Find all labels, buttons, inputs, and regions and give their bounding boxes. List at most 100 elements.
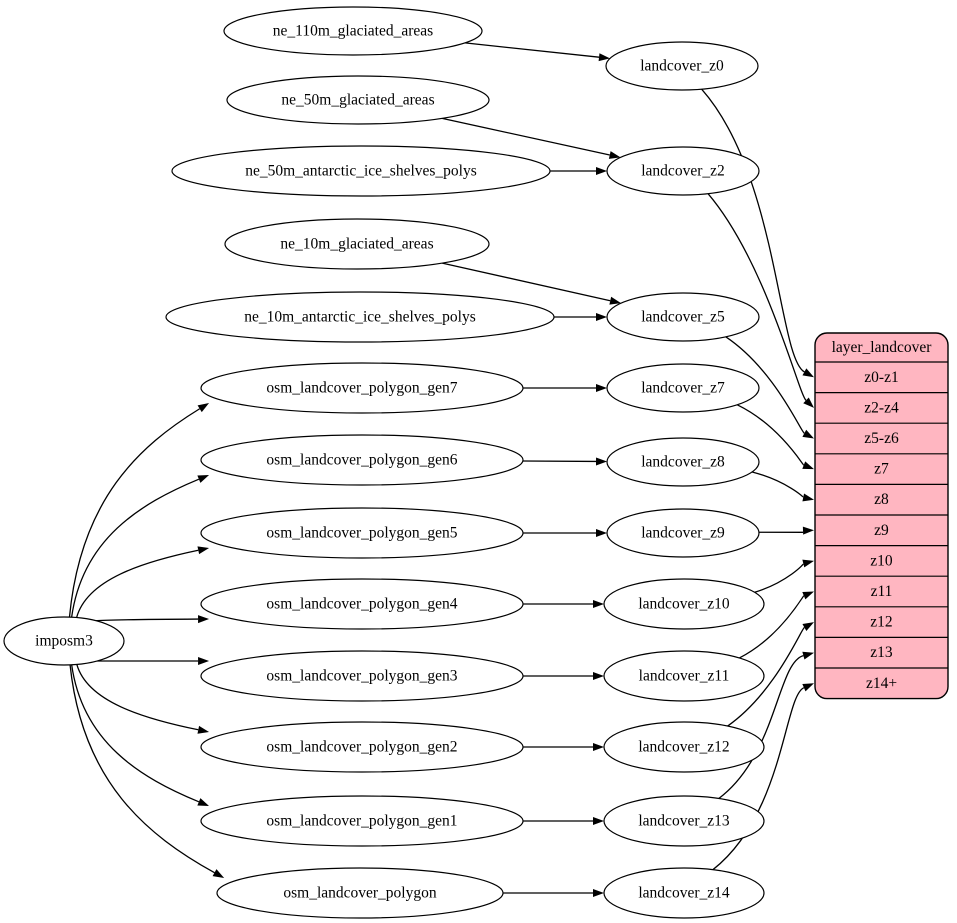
arrowhead xyxy=(802,591,814,600)
node-ellipse xyxy=(603,721,765,773)
arrowhead xyxy=(593,743,604,751)
edge-ne_110m_glaciated_areas-to-landcover_z0 xyxy=(464,42,600,58)
edge-imposm3-to-osm_landcover_polygon_gen5 xyxy=(75,549,199,618)
edge-ne_50m_glaciated_areas-to-landcover_z2 xyxy=(442,117,610,156)
arrowhead xyxy=(802,493,814,502)
edge-imposm3-to-osm_landcover_polygon_gen4 xyxy=(95,618,199,622)
node-ellipse xyxy=(606,437,760,487)
arrowhead xyxy=(212,869,225,878)
arrowhead xyxy=(802,651,814,660)
node-ellipse xyxy=(606,363,760,413)
record-row-z0-z1: z0-z1 xyxy=(864,369,898,386)
node-ellipse xyxy=(200,650,524,702)
arrowhead xyxy=(803,397,814,408)
node-landcover_z5: landcover_z5 xyxy=(606,292,760,342)
node-landcover_z9: landcover_z9 xyxy=(606,508,760,558)
edge-landcover_z13-to-z13 xyxy=(718,654,804,800)
landcover_z13-label: landcover_z13 xyxy=(638,813,729,830)
landcover_z9-label: landcover_z9 xyxy=(641,525,725,542)
arrowhead xyxy=(596,384,607,392)
node-landcover_z7: landcover_z7 xyxy=(606,363,760,413)
landcover_z8-label: landcover_z8 xyxy=(641,454,725,471)
record-row-z14+: z14+ xyxy=(866,675,897,692)
record-row-z11: z11 xyxy=(871,583,893,600)
node-ellipse xyxy=(226,75,490,125)
node-landcover_z12: landcover_z12 xyxy=(603,721,765,773)
node-osm_landcover_polygon_gen6: osm_landcover_polygon_gen6 xyxy=(200,434,524,486)
node-imposm3: imposm3 xyxy=(3,616,125,666)
record-row-z8: z8 xyxy=(874,491,889,508)
osm_landcover_polygon_gen4-label: osm_landcover_polygon_gen4 xyxy=(266,596,457,613)
node-landcover_z11: landcover_z11 xyxy=(603,650,765,702)
node-landcover_z0: landcover_z0 xyxy=(605,41,759,91)
node-osm_landcover_polygon_gen2: osm_landcover_polygon_gen2 xyxy=(200,721,524,773)
landcover_z5-label: landcover_z5 xyxy=(641,309,725,326)
osm_landcover_polygon-label: osm_landcover_polygon xyxy=(283,885,437,902)
record-row-z7: z7 xyxy=(874,461,889,478)
edge-landcover_z14-to-z14+ xyxy=(712,687,805,871)
arrowhead xyxy=(595,457,608,466)
node-osm_landcover_polygon_gen7: osm_landcover_polygon_gen7 xyxy=(200,362,524,414)
edge-ne_10m_glaciated_areas-to-landcover_z5 xyxy=(442,262,611,302)
node-ellipse xyxy=(216,867,504,919)
arrowhead xyxy=(197,798,210,806)
node-ellipse xyxy=(200,578,524,630)
node-ellipse xyxy=(3,616,125,666)
osm_landcover_polygon_gen3-label: osm_landcover_polygon_gen3 xyxy=(266,668,457,685)
edge-landcover_z12-to-z12 xyxy=(727,626,805,727)
node-ellipse xyxy=(603,650,765,702)
ne_10m_glaciated_areas-label: ne_10m_glaciated_areas xyxy=(280,236,433,253)
node-ne_50m_antarctic_ice_shelves_polys: ne_50m_antarctic_ice_shelves_polys xyxy=(171,145,551,197)
node-landcover_z10: landcover_z10 xyxy=(603,578,765,630)
edge-landcover_z0-to-z0-z1 xyxy=(701,88,805,373)
node-ellipse xyxy=(605,41,759,91)
record-row-z9: z9 xyxy=(874,522,889,539)
arrowhead xyxy=(596,167,607,175)
landcover_z7-label: landcover_z7 xyxy=(641,380,725,397)
record-row-z5-z6: z5-z6 xyxy=(864,430,899,447)
ne_110m_glaciated_areas-label: ne_110m_glaciated_areas xyxy=(273,23,433,40)
osm_landcover_polygon_gen2-label: osm_landcover_polygon_gen2 xyxy=(266,739,457,756)
node-ellipse xyxy=(200,721,524,773)
arrowhead xyxy=(593,889,604,897)
node-layer_landcover: layer_landcoverz0-z1z2-z4z5-z6z7z8z9z10z… xyxy=(814,332,949,700)
landcover_z2-label: landcover_z2 xyxy=(641,163,725,180)
record-row-z2-z4: z2-z4 xyxy=(864,399,899,416)
arrowhead xyxy=(593,817,604,825)
node-landcover_z14: landcover_z14 xyxy=(603,867,765,919)
edge-imposm3-to-osm_landcover_polygon_gen6 xyxy=(70,478,200,618)
arrowhead xyxy=(609,296,622,305)
edge-landcover_z11-to-z11 xyxy=(739,595,805,659)
node-landcover_z2: landcover_z2 xyxy=(606,146,760,196)
landcover_z10-label: landcover_z10 xyxy=(638,596,729,613)
edge-landcover_z5-to-z5-z6 xyxy=(725,336,805,434)
node-ellipse xyxy=(606,508,760,558)
arrowhead xyxy=(197,725,210,734)
ne_50m_antarctic_ice_shelves_polys-label: ne_50m_antarctic_ice_shelves_polys xyxy=(245,163,477,180)
ne_10m_antarctic_ice_shelves_polys-label: ne_10m_antarctic_ice_shelves_polys xyxy=(244,309,476,326)
arrowhead xyxy=(593,600,604,608)
osm_landcover_polygon_gen5-label: osm_landcover_polygon_gen5 xyxy=(266,525,457,542)
arrowhead xyxy=(197,475,210,483)
arrowhead xyxy=(197,403,210,413)
node-ne_110m_glaciated_areas: ne_110m_glaciated_areas xyxy=(223,6,483,56)
node-osm_landcover_polygon_gen1: osm_landcover_polygon_gen1 xyxy=(200,795,524,847)
edge-landcover_z7-to-z7 xyxy=(736,404,805,466)
arrowhead xyxy=(596,313,607,321)
arrowhead xyxy=(802,622,814,631)
node-ellipse xyxy=(603,578,765,630)
arrowhead xyxy=(802,368,814,378)
arrowhead xyxy=(198,615,210,624)
arrowhead xyxy=(802,559,814,568)
edge-landcover_z8-to-z8 xyxy=(751,471,804,499)
ne_50m_glaciated_areas-label: ne_50m_glaciated_areas xyxy=(281,92,434,109)
osm_landcover_polygon_gen1-label: osm_landcover_polygon_gen1 xyxy=(266,813,457,830)
edge-imposm3-to-osm_landcover_polygon xyxy=(69,664,215,874)
node-osm_landcover_polygon: osm_landcover_polygon xyxy=(216,867,504,919)
node-osm_landcover_polygon_gen4: osm_landcover_polygon_gen4 xyxy=(200,578,524,630)
node-ne_10m_glaciated_areas: ne_10m_glaciated_areas xyxy=(224,218,490,270)
record-title: layer_landcover xyxy=(832,339,933,356)
osm_landcover_polygon_gen7-label: osm_landcover_polygon_gen7 xyxy=(266,380,457,397)
node-ne_50m_glaciated_areas: ne_50m_glaciated_areas xyxy=(226,75,490,125)
